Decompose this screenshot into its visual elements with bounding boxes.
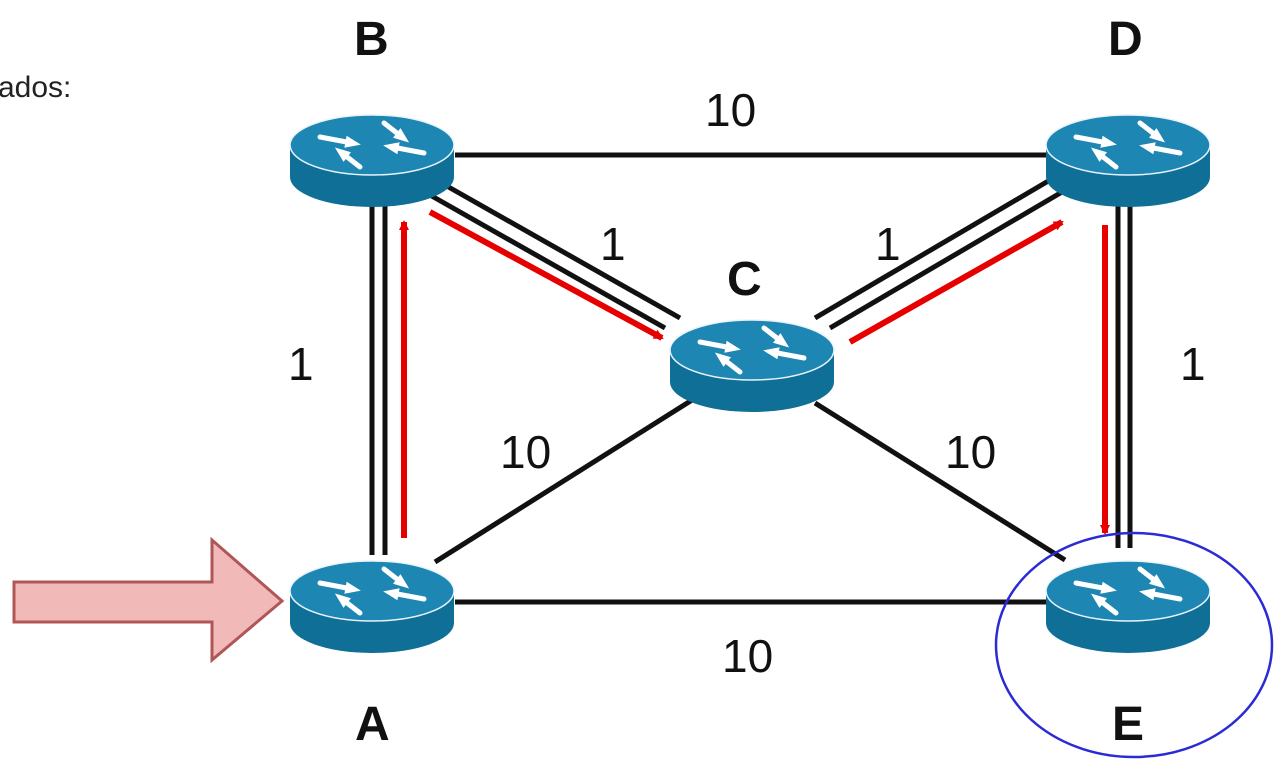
router-top xyxy=(669,319,835,381)
path-arrow-b-c xyxy=(428,209,664,341)
link-b-c xyxy=(443,182,682,321)
router-a xyxy=(289,560,455,653)
cost-label-a-c: 10 xyxy=(500,426,551,478)
router-label-d: D xyxy=(1108,13,1143,66)
router-label-e: E xyxy=(1112,698,1144,751)
link-cost-labels: 10 1 1 1 1 10 10 10 xyxy=(288,84,1206,682)
cost-label-c-d: 1 xyxy=(875,218,901,270)
router-b xyxy=(289,114,455,207)
cost-label-b-c: 1 xyxy=(600,218,626,270)
router-label-c: C xyxy=(727,253,762,306)
shortest-path xyxy=(399,209,1110,538)
slide-caption: ados: xyxy=(0,71,71,104)
router-top xyxy=(1045,560,1211,622)
router-label-a: A xyxy=(355,698,390,751)
cost-label-d-e: 1 xyxy=(1180,338,1206,390)
routers-layer xyxy=(289,114,1211,653)
cost-label-c-e: 10 xyxy=(945,426,996,478)
path-arrow-c-d xyxy=(848,219,1064,345)
router-arrows-icon xyxy=(697,325,807,375)
router-e xyxy=(1045,560,1211,653)
cost-label-a-b: 1 xyxy=(288,338,314,390)
router-label-b: B xyxy=(354,13,389,66)
link-c-e xyxy=(813,400,1067,563)
link-c-d xyxy=(813,177,1052,321)
link-a-c xyxy=(433,392,702,565)
cost-label-b-d: 10 xyxy=(705,84,756,136)
router-arrows-icon xyxy=(1073,566,1183,616)
destination-highlight-circle xyxy=(994,531,1274,759)
router-top xyxy=(1045,114,1211,176)
link-b-c-inner xyxy=(428,192,667,331)
link-c-d-inner xyxy=(828,189,1064,331)
router-top xyxy=(289,560,455,622)
router-arrows-icon xyxy=(1073,120,1183,170)
links-layer xyxy=(369,152,1133,605)
router-top xyxy=(289,114,455,176)
cost-label-a-e: 10 xyxy=(722,630,773,682)
router-arrows-icon xyxy=(317,120,427,170)
router-d xyxy=(1045,114,1211,207)
router-labels: B D C A E xyxy=(354,13,1144,751)
entry-arrow xyxy=(12,536,285,664)
router-c xyxy=(669,319,835,412)
router-arrows-icon xyxy=(317,566,427,616)
